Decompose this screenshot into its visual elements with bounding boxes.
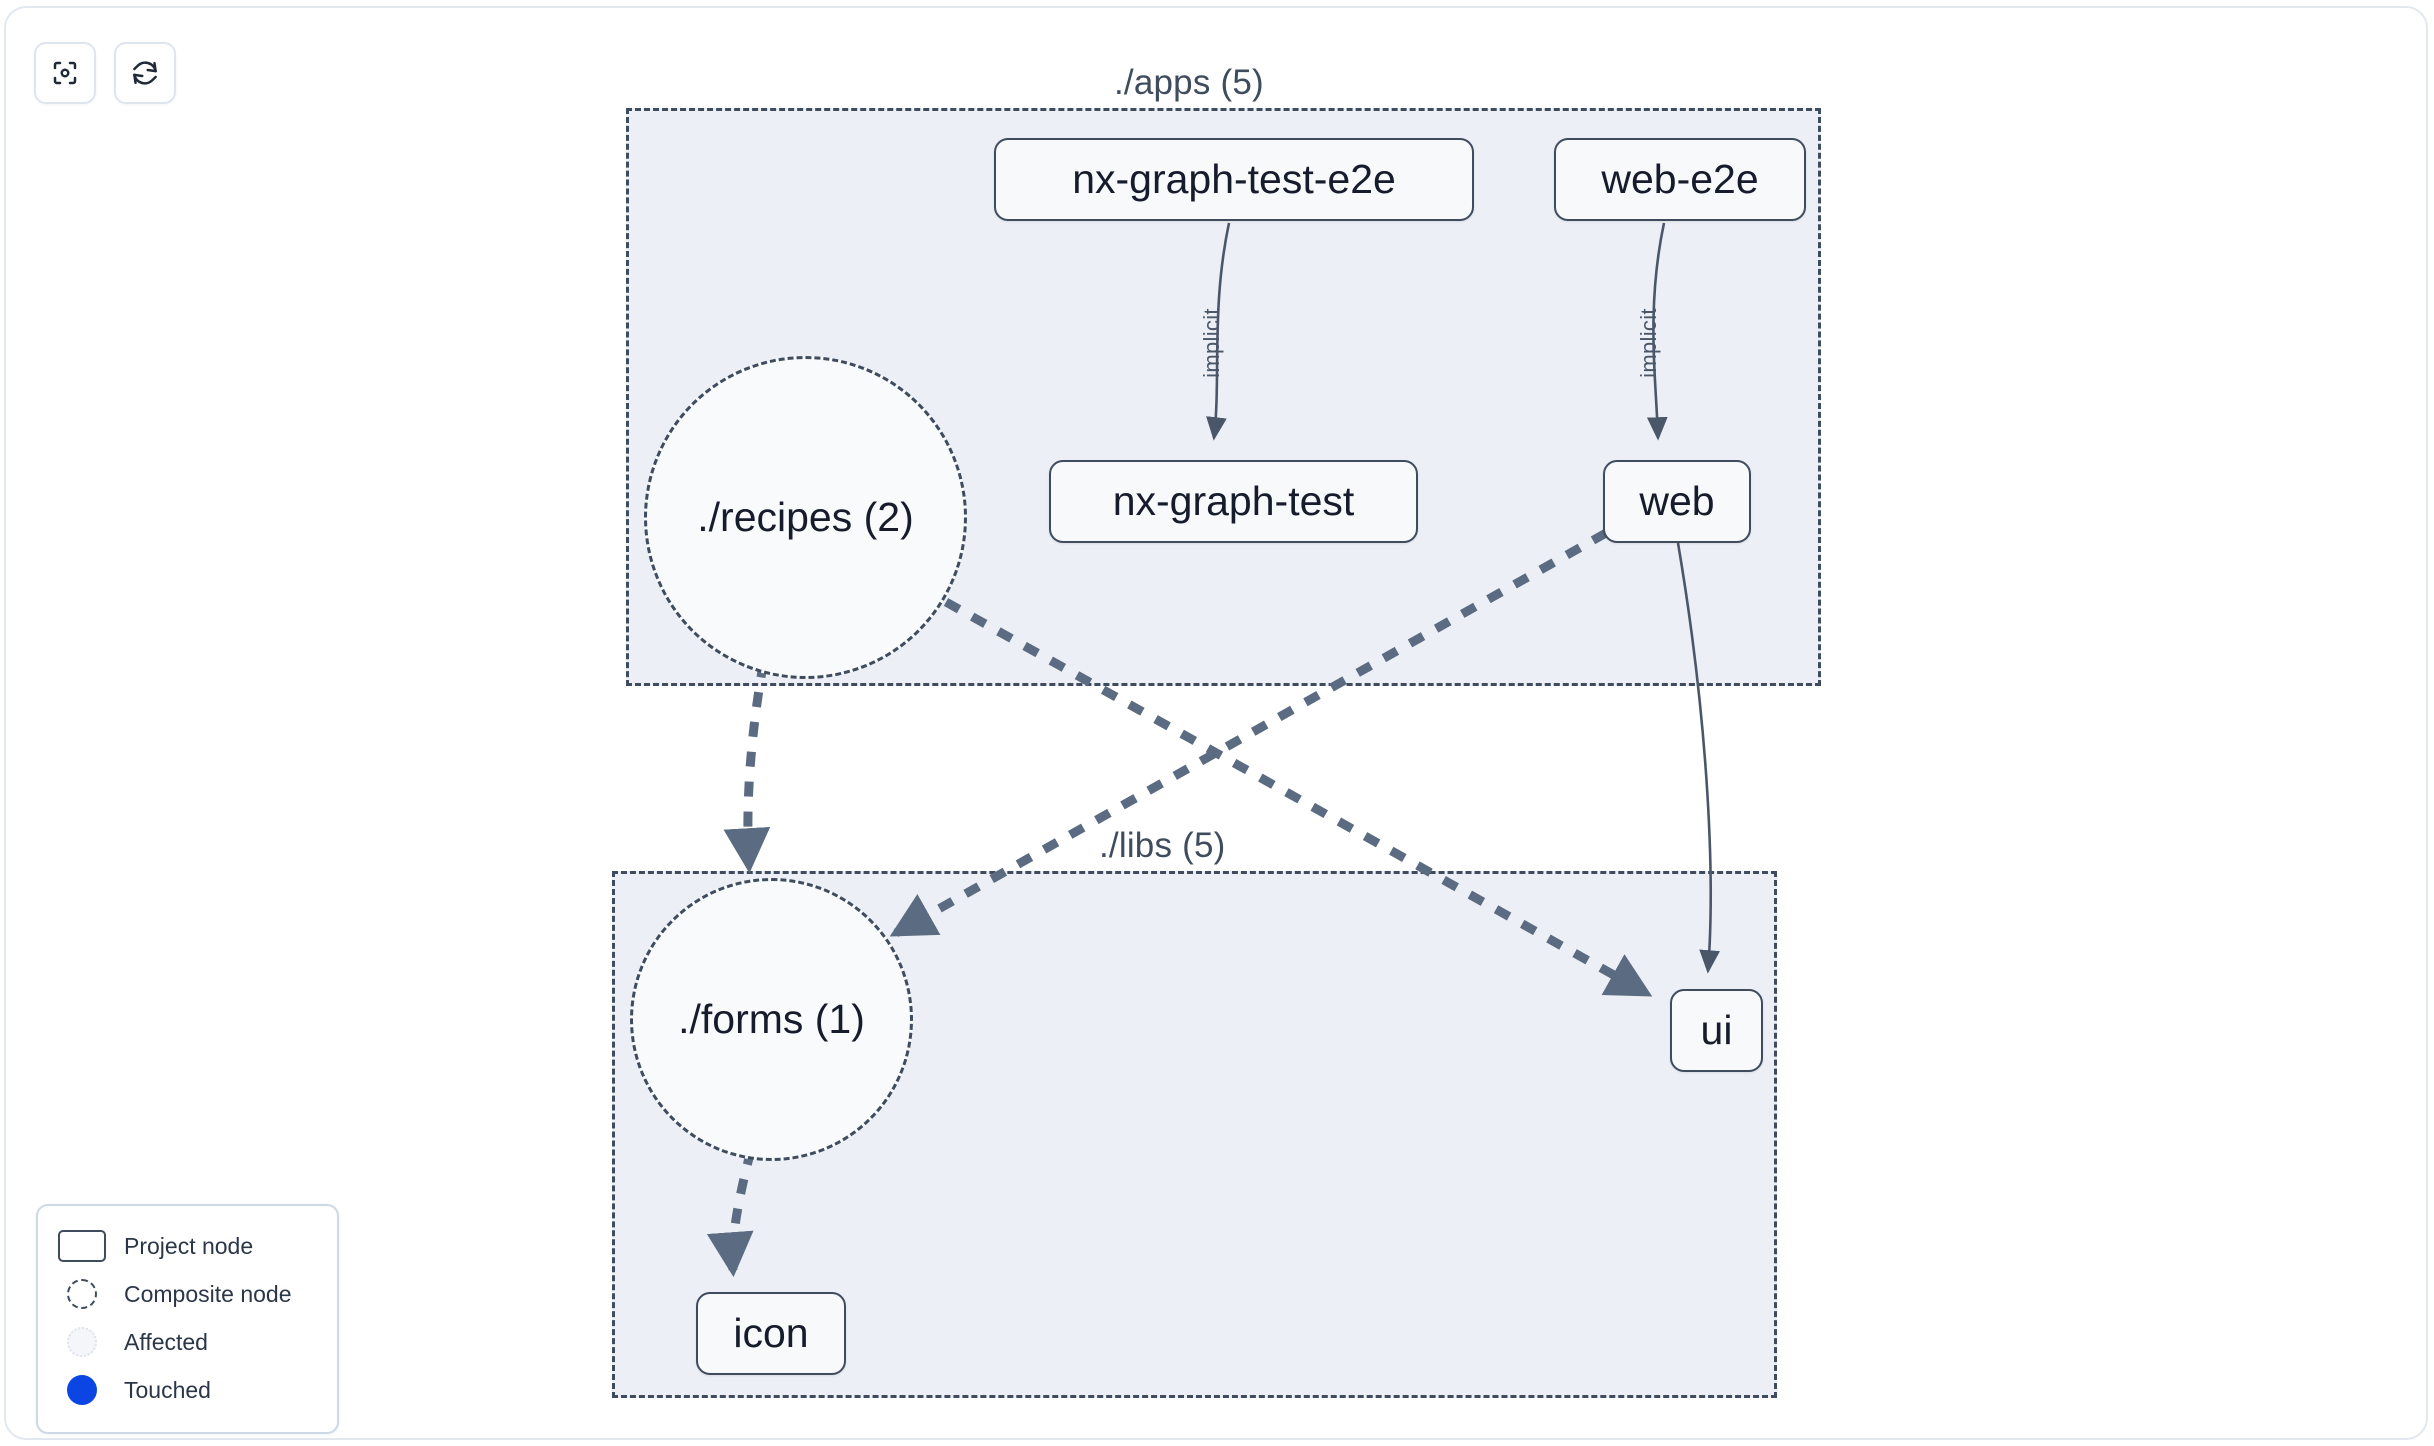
composite-node-swatch <box>56 1277 108 1311</box>
legend-label-affected: Affected <box>124 1328 208 1355</box>
group-label-libs: ./libs (5) <box>1099 826 1226 865</box>
graph-surface[interactable]: ./apps (5) ./libs (5) implicit implicit … <box>6 8 2426 1438</box>
composite-node-recipes[interactable]: ./recipes (2) <box>644 356 967 679</box>
legend-label-composite-node: Composite node <box>124 1280 292 1307</box>
group-label-apps: ./apps (5) <box>1114 63 1264 102</box>
graph-canvas[interactable]: ./apps (5) ./libs (5) implicit implicit … <box>4 6 2428 1440</box>
refresh-icon <box>130 58 160 88</box>
refresh-graph-button[interactable] <box>114 42 176 104</box>
project-node-web-e2e[interactable]: web-e2e <box>1554 138 1806 221</box>
project-node-icon-label: icon <box>733 1310 809 1356</box>
composite-node-recipes-label: ./recipes (2) <box>697 494 914 540</box>
legend-item-affected: Affected <box>56 1318 319 1366</box>
project-node-swatch <box>56 1229 108 1263</box>
legend-label-touched: Touched <box>124 1376 211 1403</box>
legend-label-project-node: Project node <box>124 1232 254 1259</box>
project-node-nx-graph-test-e2e[interactable]: nx-graph-test-e2e <box>994 138 1474 221</box>
composite-node-forms-label: ./forms (1) <box>678 996 865 1042</box>
project-node-ui[interactable]: ui <box>1670 989 1763 1072</box>
focus-graph-button[interactable] <box>34 42 96 104</box>
project-node-web-e2e-label: web-e2e <box>1601 156 1759 202</box>
legend-item-touched: Touched <box>56 1366 319 1414</box>
project-node-web[interactable]: web <box>1603 460 1751 543</box>
project-node-web-label: web <box>1639 478 1715 524</box>
project-node-nx-graph-test[interactable]: nx-graph-test <box>1049 460 1418 543</box>
affected-swatch <box>56 1325 108 1359</box>
edge-label-implicit-web: implicit <box>1636 308 1661 378</box>
project-node-nx-graph-test-label: nx-graph-test <box>1112 478 1355 524</box>
project-node-nx-graph-test-e2e-label: nx-graph-test-e2e <box>1072 156 1396 202</box>
legend-item-project-node: Project node <box>56 1222 319 1270</box>
legend-item-composite-node: Composite node <box>56 1270 319 1318</box>
focus-target-icon <box>50 58 80 88</box>
graph-toolbar <box>34 42 176 104</box>
edge-label-implicit-nx-graph-test: implicit <box>1199 308 1224 378</box>
project-node-ui-label: ui <box>1700 1007 1733 1053</box>
project-node-icon[interactable]: icon <box>696 1292 846 1375</box>
composite-node-forms[interactable]: ./forms (1) <box>630 878 913 1161</box>
touched-swatch <box>56 1373 108 1407</box>
graph-legend: Project node Composite node Affected Tou… <box>36 1204 339 1434</box>
